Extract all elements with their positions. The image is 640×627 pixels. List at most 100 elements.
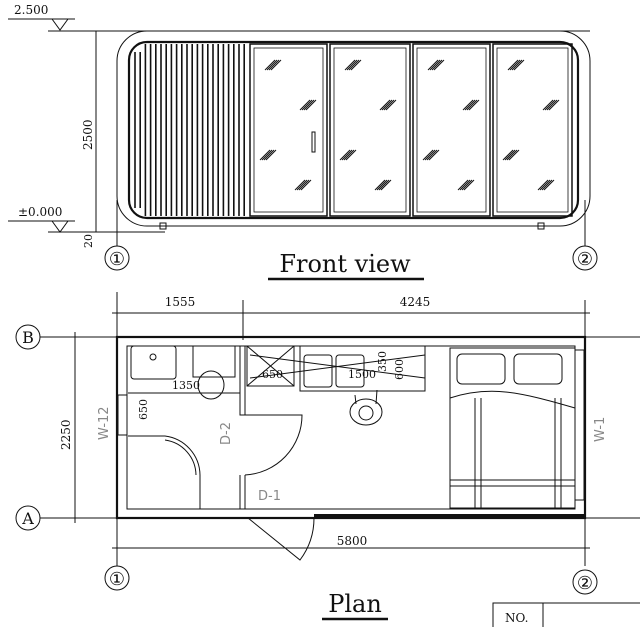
glass-reflection-hatch: [539, 179, 551, 191]
plan-axis-marker-2: [572, 569, 598, 595]
cabin-shell: [116, 30, 591, 227]
window-label-w12: W-12: [97, 406, 112, 440]
glass-reflection-hatch: [544, 99, 556, 111]
glass-reflection-hatch: [344, 59, 356, 71]
glass-reflection-hatch: [261, 149, 273, 161]
glass-reflection-hatch: [266, 59, 278, 71]
elevation-marker-top: [51, 18, 69, 31]
glass-reflection-hatch: [270, 59, 282, 71]
glass-reflection-hatch: [265, 149, 277, 161]
glass-reflection-hatch: [429, 59, 441, 71]
glass-panel: [412, 43, 491, 217]
elevation-marker-base: [51, 220, 69, 233]
glass-reflection-hatch: [294, 179, 306, 191]
dim-depth: 2250: [59, 419, 73, 450]
glass-reflection-hatch: [301, 99, 313, 111]
title-block: NO.: [492, 602, 640, 627]
dim-bath-shower: 650: [137, 399, 150, 420]
dim-total: 5800: [337, 534, 368, 548]
window-label-w1: W-1: [593, 417, 608, 442]
glass-reflection-hatch: [543, 179, 555, 191]
glass-reflection-hatch: [300, 179, 312, 191]
glass-reflection-hatch: [459, 179, 471, 191]
slatted-panel: [134, 44, 245, 216]
glass-reflection-hatch: [427, 59, 439, 71]
plan-axis-label-1: ①: [109, 569, 125, 590]
glass-reflection-hatch: [464, 99, 476, 111]
glass-reflection-hatch: [424, 149, 436, 161]
glass-reflection-hatch: [426, 149, 438, 161]
kitchen-counter: [299, 345, 426, 392]
glass-reflection-hatch: [542, 99, 554, 111]
glass-reflection-hatch: [468, 99, 480, 111]
window-w12: [117, 394, 128, 436]
glass-reflection-hatch: [385, 99, 397, 111]
sink-basin-left: [303, 354, 333, 388]
glass-reflection-hatch: [298, 179, 310, 191]
glass-panel: [496, 47, 569, 213]
glass-reflection-hatch: [305, 99, 317, 111]
door-label-d2: D-2: [219, 422, 234, 445]
elevation-base: ±0.000: [18, 205, 62, 219]
window-w1: [574, 349, 585, 501]
bed: [449, 347, 576, 509]
glass-reflection-hatch: [508, 149, 520, 161]
glass-reflection-hatch: [463, 179, 475, 191]
bath-door-swing: [244, 414, 303, 476]
plan-title: Plan: [328, 590, 382, 618]
dim-sink: 1500: [348, 368, 376, 381]
plan-axis-marker-1: [104, 565, 130, 591]
glass-panel: [249, 43, 328, 217]
glass-reflection-hatch: [428, 149, 440, 161]
glass-panels: [249, 43, 573, 217]
glass-reflection-hatch: [376, 179, 388, 191]
foot-left: [159, 222, 167, 230]
glass-reflection-hatch: [513, 59, 525, 71]
glass-reflection-hatch: [339, 149, 351, 161]
glass-reflection-hatch: [457, 179, 469, 191]
bathroom-partition: [239, 346, 246, 509]
plan-axis-label-2: ②: [577, 573, 593, 594]
glass-reflection-hatch: [507, 59, 519, 71]
dim-bath-width: 1350: [172, 379, 200, 392]
glass-reflection-hatch: [341, 149, 353, 161]
glass-panel: [492, 43, 573, 217]
glass-reflection-hatch: [264, 59, 276, 71]
glass-reflection-hatch: [509, 59, 521, 71]
shower-screen: [128, 435, 201, 509]
exterior-wall: [115, 335, 587, 520]
foot-right: [537, 222, 545, 230]
toilet-tank: [192, 345, 236, 378]
glass-reflection-hatch: [296, 179, 308, 191]
base-dim: 20: [82, 234, 95, 248]
bath-sink: [130, 345, 177, 380]
glass-reflection-hatch: [259, 149, 271, 161]
stove: [246, 345, 295, 387]
title-block-no: NO.: [505, 611, 528, 625]
glass-reflection-hatch: [378, 179, 390, 191]
pillow-right: [513, 353, 563, 385]
glass-reflection-hatch: [303, 99, 315, 111]
dim-left: 1555: [165, 295, 196, 309]
glass-reflection-hatch: [383, 99, 395, 111]
dim-stove: 650: [262, 368, 283, 381]
glass-reflection-hatch: [548, 99, 560, 111]
axis-label-1: ①: [109, 249, 125, 270]
cabin-inner: [127, 40, 580, 220]
glass-panel: [333, 47, 407, 213]
door-handle: [311, 131, 316, 153]
glass-reflection-hatch: [380, 179, 392, 191]
axis-marker-2: [572, 245, 598, 271]
glass-reflection-hatch: [346, 59, 358, 71]
front-view: 2.500 ±0.000 2500 20 ① ② Front view: [8, 3, 598, 281]
glass-reflection-hatch: [343, 149, 355, 161]
glass-reflection-hatch: [537, 179, 549, 191]
glass-reflection-hatch: [511, 59, 523, 71]
dim-counter-depth: 600: [393, 359, 406, 380]
glass-reflection-hatch: [350, 59, 362, 71]
plan-view: 1555 4245 B A 2250 D-2 D-1 1350 650 W-12…: [15, 292, 640, 621]
door-label-d1: D-1: [258, 489, 281, 504]
glass-reflection-hatch: [504, 149, 516, 161]
glass-panel: [416, 47, 487, 213]
